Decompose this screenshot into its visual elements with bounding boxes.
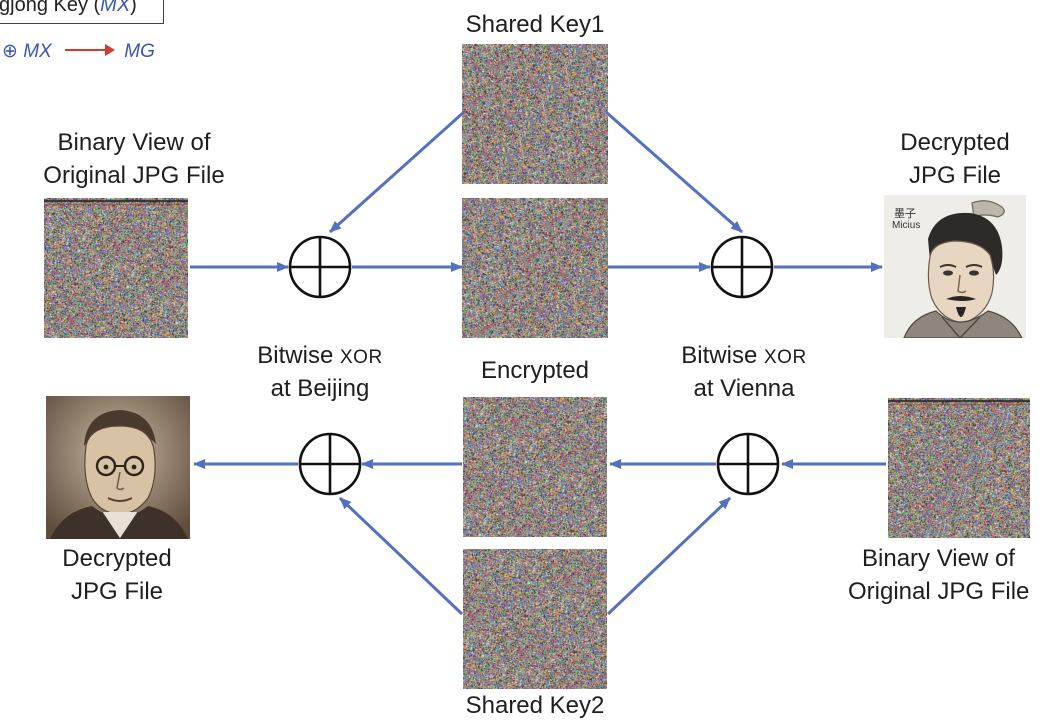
- micius-caption-chinese: 墨子: [894, 208, 916, 220]
- xor-vienna-label-2: at Vienna: [693, 375, 795, 402]
- xor-vienna-op: XOR: [764, 347, 807, 368]
- shared-key2-image: [463, 549, 607, 689]
- xor-beijing-word: Bitwise: [257, 342, 334, 369]
- legend-key-symbol: MX: [100, 0, 131, 16]
- legend-mapping: ⊕ MX MG: [2, 40, 155, 70]
- shared-key1-label: Shared Key1: [465, 11, 605, 38]
- legend-arrow-icon: [64, 43, 115, 56]
- legend-xor-icon: ⊕: [2, 41, 18, 62]
- encrypted-top-image: [462, 198, 608, 338]
- arrow-key2-to-xor-vienna: [606, 496, 732, 616]
- binary-view-left-label-1: Binary View of: [57, 129, 211, 156]
- xor-beijing-label-2: at Beijing: [270, 375, 370, 402]
- arrow-key1-to-xor-beijing: [328, 110, 466, 234]
- legend-to: MG: [124, 41, 155, 62]
- xor-beijing-op: XOR: [340, 347, 383, 368]
- arrow-key1-to-xor-vienna: [605, 110, 743, 234]
- shared-key2-label: Shared Key2: [465, 692, 605, 719]
- xor-vienna-bottom-icon: [716, 432, 780, 496]
- arrow-key2-to-xor-beijing: [338, 496, 464, 616]
- micius-portrait-icon: [884, 195, 1026, 338]
- legend-key-prefix: gjong Key (: [0, 0, 101, 16]
- legend-box: gjong Key (MX): [0, 0, 164, 24]
- binary-view-right-label-2: Original JPG File: [848, 578, 1030, 605]
- xor-vienna-word: Bitwise: [681, 342, 758, 369]
- decrypted-left-label-1: Decrypted: [62, 545, 172, 572]
- legend-from: MX: [23, 41, 52, 62]
- scientist-portrait-icon: [46, 396, 190, 539]
- xor-beijing-label-1: Bitwise XOR: [230, 339, 410, 374]
- legend-key-suffix: ): [130, 0, 137, 16]
- xor-vienna-top-icon: [710, 235, 774, 299]
- binary-view-right-image: [888, 398, 1030, 538]
- binary-view-left-image: [44, 198, 188, 338]
- binary-view-right-label-1: Binary View of: [862, 545, 1015, 572]
- decrypted-portrait-micius: 墨子 Micius: [884, 195, 1026, 338]
- encrypted-label: Encrypted: [480, 357, 590, 384]
- micius-caption-latin: Micius: [892, 220, 921, 231]
- binary-view-left-label-2: Original JPG File: [43, 162, 225, 189]
- xor-beijing-top-icon: [288, 235, 352, 299]
- decrypted-portrait-scientist: [46, 396, 190, 539]
- decrypted-left-label-2: JPG File: [70, 578, 163, 605]
- xor-beijing-bottom-icon: [298, 432, 362, 496]
- encrypted-bottom-image: [463, 397, 607, 537]
- xor-vienna-label-1: Bitwise XOR: [654, 339, 834, 374]
- shared-key1-image: [462, 44, 608, 184]
- decrypted-right-label-2: JPG File: [908, 162, 1001, 189]
- decrypted-right-label-1: Decrypted: [900, 129, 1010, 156]
